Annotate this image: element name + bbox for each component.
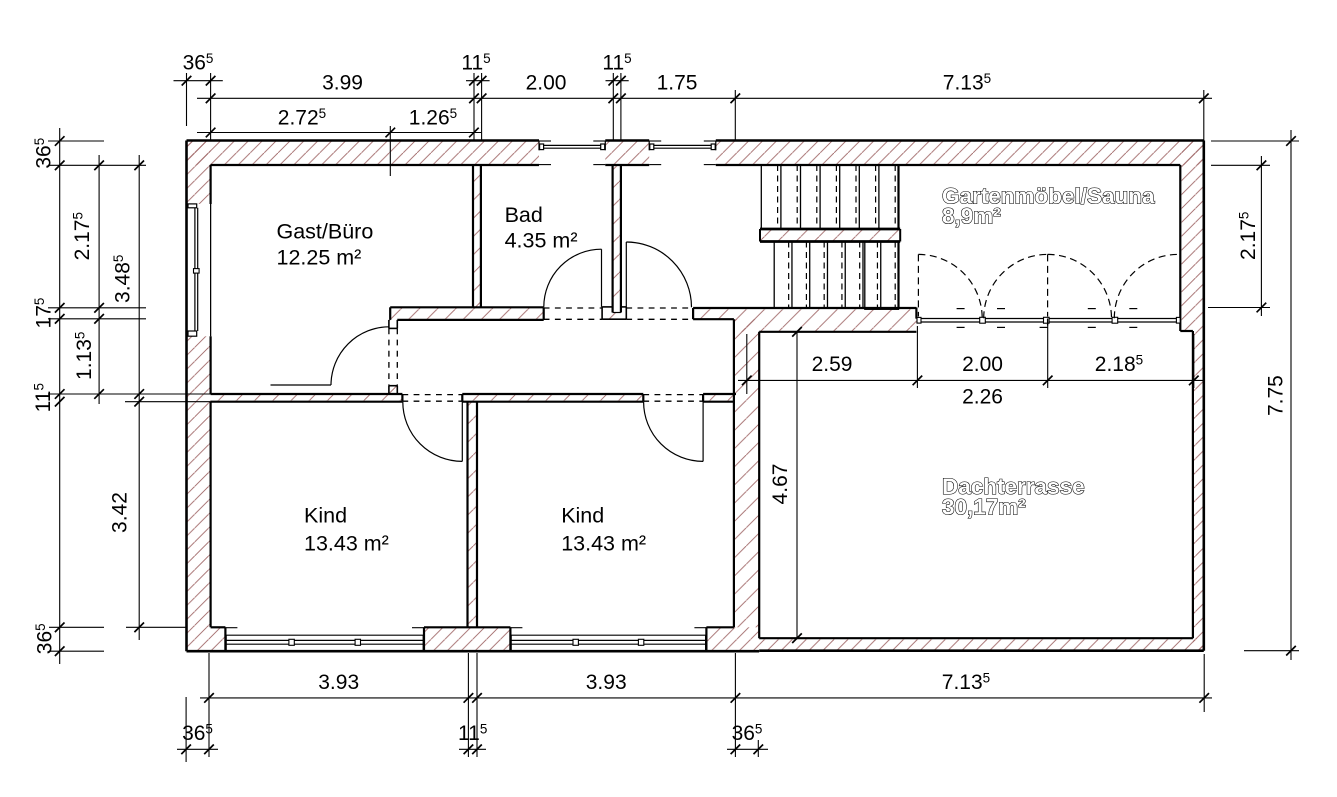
svg-text:3.93: 3.93 <box>586 671 627 694</box>
svg-text:2.00: 2.00 <box>962 353 1003 376</box>
svg-text:2.59: 2.59 <box>812 353 853 376</box>
svg-text:365: 365 <box>732 722 763 746</box>
svg-text:4.35 m²: 4.35 m² <box>505 229 578 253</box>
svg-text:2.185: 2.185 <box>1095 353 1143 377</box>
svg-text:365: 365 <box>33 623 57 654</box>
svg-text:30,17m²: 30,17m² <box>942 494 1026 519</box>
svg-text:2.00: 2.00 <box>526 71 567 94</box>
svg-text:175: 175 <box>32 298 56 329</box>
svg-text:3.485: 3.485 <box>111 255 135 303</box>
svg-text:7.135: 7.135 <box>942 671 990 695</box>
svg-text:Kind: Kind <box>304 504 347 528</box>
svg-text:Bad: Bad <box>505 203 543 227</box>
svg-text:12.25 m²: 12.25 m² <box>277 246 362 270</box>
svg-text:1.265: 1.265 <box>409 106 457 130</box>
svg-text:1.75: 1.75 <box>657 71 698 94</box>
svg-text:Gartenmöbel/Sauna: Gartenmöbel/Sauna <box>942 183 1155 208</box>
svg-text:13.43 m²: 13.43 m² <box>561 532 646 556</box>
svg-text:2.26: 2.26 <box>962 386 1003 409</box>
svg-text:3.42: 3.42 <box>109 492 132 533</box>
svg-text:Dachterrasse: Dachterrasse <box>942 474 1085 499</box>
svg-text:7.75: 7.75 <box>1265 375 1288 416</box>
svg-text:1.135: 1.135 <box>73 332 97 380</box>
svg-text:7.135: 7.135 <box>943 71 991 95</box>
svg-text:2.175: 2.175 <box>1237 212 1261 260</box>
svg-text:365: 365 <box>32 138 56 169</box>
svg-text:8,9m²: 8,9m² <box>942 204 1001 229</box>
svg-text:3.99: 3.99 <box>322 71 363 94</box>
svg-text:13.43 m²: 13.43 m² <box>304 532 389 556</box>
svg-text:2.725: 2.725 <box>278 106 326 130</box>
svg-text:365: 365 <box>182 722 213 746</box>
svg-text:365: 365 <box>183 51 214 75</box>
svg-text:3.93: 3.93 <box>318 671 359 694</box>
svg-text:Kind: Kind <box>561 504 604 528</box>
svg-text:2.175: 2.175 <box>71 212 95 260</box>
svg-text:Gast/Büro: Gast/Büro <box>277 220 374 244</box>
svg-text:4.67: 4.67 <box>769 464 792 505</box>
